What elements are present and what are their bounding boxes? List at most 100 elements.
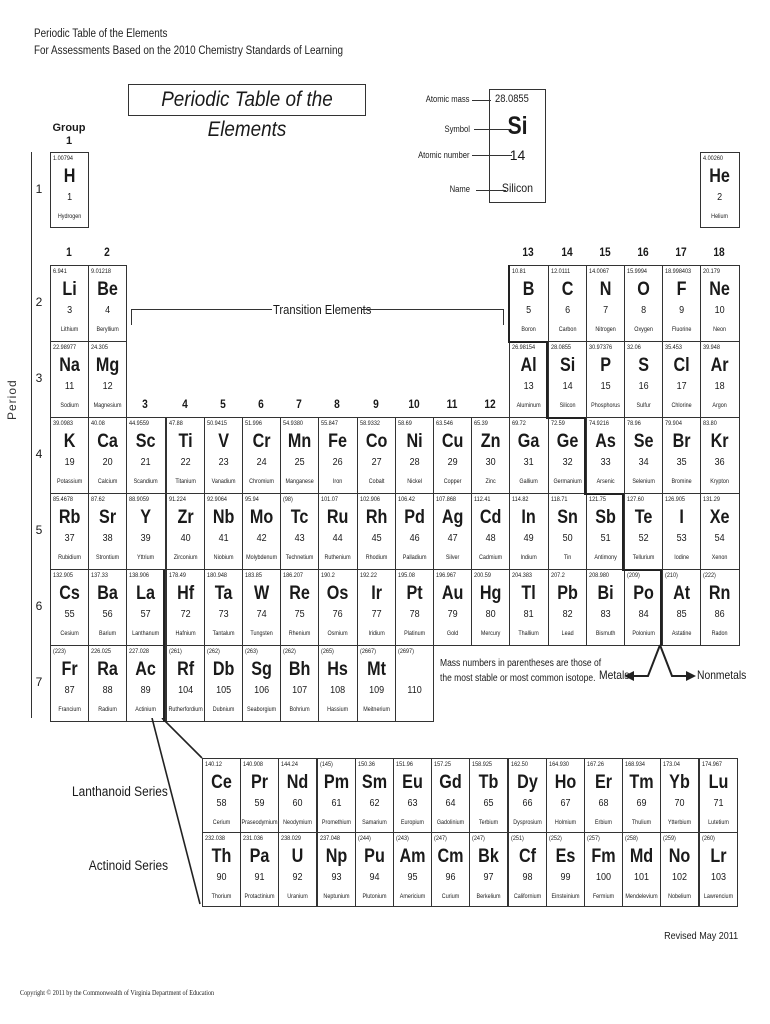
atomic-number: 11 (64, 381, 75, 392)
element-symbol: Ru (327, 507, 349, 528)
element-name: Magnesium (93, 402, 122, 409)
atomic-number: 31 (523, 457, 534, 468)
atomic-number: 106 (254, 685, 270, 696)
element-name: Iodine (674, 554, 690, 561)
element-symbol: Nb (212, 507, 235, 528)
legend-number: 14 (509, 147, 526, 163)
element-name: Scandium (133, 478, 159, 485)
group-number: 6 (258, 397, 264, 411)
atomic-number: 28 (409, 457, 420, 468)
element-name: Terbium (479, 819, 499, 826)
staircase-line (584, 493, 623, 495)
atomic-mass: 196.967 (436, 572, 456, 579)
atomic-number: 80 (485, 609, 496, 620)
page-title: Periodic Table of the Elements (128, 84, 366, 141)
element-symbol: Si (559, 355, 575, 376)
atomic-number: 29 (447, 457, 458, 468)
staircase-line (546, 341, 548, 418)
atomic-mass: (244) (357, 835, 371, 842)
element-symbol: Np (325, 846, 347, 867)
isotope-note-line-1: Mass numbers in parentheses are those of (440, 658, 602, 669)
element-name: Curium (441, 893, 460, 900)
atomic-number: 98 (522, 872, 533, 883)
atomic-mass: 50.9415 (206, 420, 227, 427)
element-symbol: No (669, 846, 691, 867)
atomic-mass: (247) (434, 835, 448, 842)
atomic-mass: 92.9064 (206, 496, 227, 503)
atomic-number: 82 (562, 609, 573, 620)
element-name: Lawrencium (703, 893, 733, 900)
atomic-mass: 192.22 (359, 572, 377, 579)
element-name: Nitrogen (595, 326, 616, 333)
atomic-mass: 47.88 (168, 420, 183, 427)
atomic-number: 110 (407, 685, 422, 696)
group-label-text: Group (52, 122, 86, 134)
atomic-mass: 140.12 (205, 761, 222, 768)
element-symbol: Nd (287, 772, 309, 793)
element-name: Krypton (710, 478, 730, 485)
element-symbol: Cf (518, 846, 536, 867)
element-name: Yttrium (137, 554, 155, 561)
atomic-mass: 237.048 (319, 835, 340, 842)
period-number: 5 (35, 523, 43, 537)
atomic-number: 18 (714, 381, 725, 392)
element-name: Lead (561, 630, 574, 637)
element-name: Palladium (402, 554, 427, 561)
atomic-mass: 91.224 (168, 496, 186, 503)
element-symbol: Pb (556, 583, 578, 604)
atomic-number: 23 (218, 457, 229, 468)
element-name: Mercury (481, 630, 501, 637)
atomic-number: 12 (102, 381, 113, 392)
atomic-mass: (247) (472, 835, 486, 842)
element-name: Ytterbium (668, 819, 692, 826)
atomic-number: 100 (595, 872, 612, 883)
atomic-number: 104 (177, 685, 193, 696)
element-name: Nobelium (668, 893, 692, 900)
element-name: Meitnerium (362, 706, 390, 713)
element-name: Rutherfordium (168, 706, 203, 713)
f-block-connector (151, 718, 203, 905)
atomic-mass: 32.06 (627, 344, 641, 351)
element-symbol: Bh (289, 659, 311, 680)
element-symbol: Sb (595, 507, 616, 528)
element-name: Actinium (135, 706, 157, 713)
period-axis-label: Period (5, 379, 19, 420)
element-symbol: Ra (97, 659, 119, 680)
atomic-mass: 168.934 (625, 761, 646, 768)
element-symbol: Pu (363, 846, 385, 867)
element-name: Polonium (632, 630, 655, 637)
revised-date: Revised May 2011 (663, 930, 738, 942)
element-symbol: Rn (709, 583, 731, 604)
atomic-number: 96 (445, 872, 456, 883)
element-name: Seaborgium (247, 706, 277, 713)
element-symbol: Lr (710, 846, 727, 867)
element-name: Bohrium (289, 706, 310, 713)
atomic-number: 73 (218, 609, 229, 620)
element-symbol: Pt (406, 583, 423, 604)
atomic-number: 36 (714, 457, 725, 468)
period-number: 7 (35, 675, 43, 689)
element-name: Francium (58, 706, 81, 713)
element-name: Lithium (60, 326, 79, 333)
period-axis-label-text: Period (5, 379, 19, 420)
atomic-mass: 87.62 (91, 496, 106, 503)
staircase-line (508, 265, 510, 342)
atomic-mass: (262) (283, 648, 297, 655)
atomic-number: 51 (600, 533, 611, 544)
